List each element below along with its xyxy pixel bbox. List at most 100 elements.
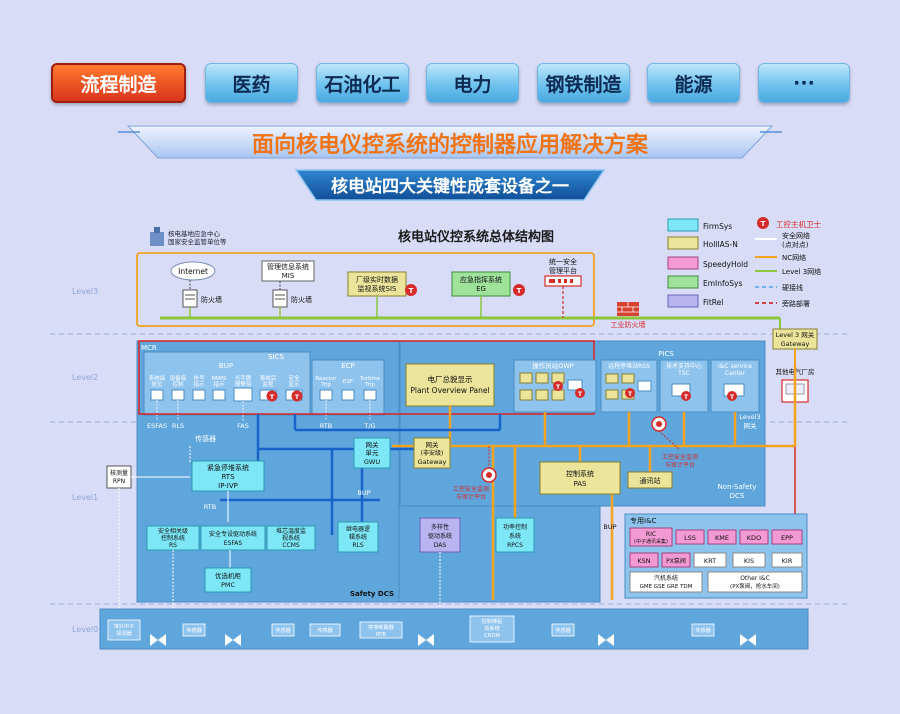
nonsafety-line1: Non-Safety — [718, 483, 757, 491]
rls-line2: 辑系统 — [349, 533, 367, 541]
rpcs-line2: 系统 — [509, 532, 521, 540]
gateway-ns-line2: (非安级) — [421, 449, 444, 457]
sics-panel — [143, 351, 311, 416]
sensor-label: 传感器 — [195, 434, 216, 443]
audit1-line1: 工控安全监测 — [453, 485, 489, 493]
pas-line2: PAS — [573, 480, 587, 488]
nav-tab-steel[interactable]: 钢铁制造 — [537, 63, 630, 103]
sis-line1: 厂级实时数据 — [356, 275, 398, 284]
rts-line1: 紧急停堆系统 — [207, 463, 249, 472]
ecp-item-reactor-b: Trip — [320, 382, 331, 388]
das-line1: 多样性 — [431, 523, 449, 531]
bup-item-2b: 控制 — [172, 380, 184, 388]
subheadline: 核电站四大关键性成套设备之一 — [331, 176, 569, 197]
bup-item-4b: 指示 — [213, 380, 225, 388]
level0-label: Level0 — [72, 625, 98, 634]
gwu-line2: 单元 — [366, 448, 380, 457]
audit2-line1: 工控安全监测 — [662, 453, 698, 461]
bup-item-2: 设备级 — [170, 374, 187, 382]
bup-label-3: BUP — [603, 523, 616, 531]
bup-item-6b: 监视 — [262, 380, 274, 388]
label-fas: FAS — [237, 422, 249, 430]
ic-center-line1: I&C service — [718, 363, 752, 370]
pmc-box — [204, 567, 252, 593]
level3-zone — [136, 252, 595, 327]
ecp-item-esf: ESF — [343, 379, 353, 385]
bup-item-5: 光字牌 — [235, 374, 252, 382]
bup-item-3b: 指示 — [193, 380, 205, 388]
l0-sensor-4: 传感器 — [555, 626, 571, 634]
l0-rtb-breaker: 停堆断路器 — [368, 623, 395, 631]
label-rls: RLS — [172, 422, 184, 430]
audit-platform-1: 工控安全监测 与审计平台 — [453, 446, 497, 501]
ic-kdo: KDO — [747, 534, 761, 542]
legend-nc-net: NC网络 — [782, 253, 806, 262]
nav-tab-pharma[interactable]: 医药 — [205, 63, 298, 103]
emergency-center-line2: 国家安全监管单位等 — [168, 237, 227, 246]
rpcs-line1: 功率控制 — [503, 523, 527, 531]
label-tg: T/G — [363, 422, 375, 430]
esfas-line2: ESFAS — [224, 540, 243, 547]
legend-firmsys: FirmSys — [703, 222, 732, 231]
nav-tab-process[interactable]: 流程制造 — [51, 63, 186, 103]
bup-item-3: 信号 — [193, 374, 205, 382]
rls-box — [337, 521, 379, 553]
svg-text:T: T — [270, 393, 275, 401]
pmc-line1: 优选机柜 — [215, 571, 242, 580]
valve-icons — [150, 634, 756, 646]
safety-platform-line1: 统一安全 — [549, 257, 577, 266]
bup-item-6: 事故后 — [260, 374, 277, 382]
internet-label: Internet — [178, 267, 208, 276]
other-ic-box — [707, 571, 803, 593]
industrial-firewall-label: 工业防火墙 — [611, 320, 646, 329]
svg-text:T: T — [730, 394, 735, 401]
ric-box — [629, 527, 673, 547]
bup-item-7: 安全 — [288, 374, 300, 382]
plant-overview-box — [405, 363, 495, 407]
nav-tab-more[interactable]: ··· — [758, 63, 850, 103]
legend-guard-icon — [757, 217, 769, 229]
brick-firewall-icon — [617, 302, 639, 316]
mis-line2: MIS — [282, 272, 295, 280]
eg-box — [451, 271, 511, 297]
ic-px-pump: PX泵阀 — [666, 557, 686, 565]
das-line3: DAS — [434, 542, 447, 549]
gme-line1: 汽机系统 — [654, 574, 678, 582]
audit2-line2: 与审计平台 — [665, 461, 695, 469]
l0-crdm-3: CRDM — [484, 633, 500, 639]
nav-tab-petrochem[interactable]: 石油化工 — [316, 63, 409, 103]
legend-secure-net-2: (点对点) — [782, 240, 809, 249]
emergency-center-line1: 核电基地应急中心 — [168, 229, 221, 238]
tsc-line2: TSC — [677, 370, 690, 377]
level0-bar — [99, 608, 809, 650]
rpcs-line3: RPCS — [507, 542, 523, 549]
sis-line2: 监视系统SIS — [358, 284, 398, 293]
ic-lss: LSS — [684, 534, 696, 542]
bup-label-2: BUP — [357, 489, 370, 497]
svg-text:T: T — [628, 391, 633, 398]
legend-l3-net: Level 3网络 — [782, 267, 821, 276]
level3-gateway-line1: Level 3 网关 — [776, 330, 815, 339]
ccms-line2: 视系统 — [282, 534, 300, 542]
gme-line2: GME GSE GRE TDM — [640, 584, 693, 590]
l0-neutron-detector: 堆外中子 — [114, 622, 135, 630]
sics-label: SICS — [268, 353, 284, 361]
rs-line1: 安全相关级 — [158, 527, 188, 535]
nav-tab-energy[interactable]: 能源 — [647, 63, 740, 103]
host-guard-icon — [513, 284, 525, 296]
comm-station-label: 通讯站 — [640, 476, 661, 485]
nav-tab-power[interactable]: 电力 — [426, 63, 519, 103]
bup-item-4: PAMS — [212, 376, 227, 382]
bup-item-5b: 报警窗 — [235, 380, 252, 388]
plant-overview-line2: Plant Overview Panel — [410, 386, 489, 395]
level3-gw-line1: Level3 — [739, 413, 760, 421]
rts-box — [191, 460, 265, 492]
pics-label: PICS — [658, 350, 674, 358]
ecp-item-turbine: Turbine — [359, 376, 381, 382]
svg-text:T: T — [578, 391, 583, 398]
rts-line2: RTS — [221, 473, 235, 481]
owp-label: 操作员站OWP — [532, 361, 574, 370]
pas-line1: 控制系统 — [566, 469, 594, 478]
